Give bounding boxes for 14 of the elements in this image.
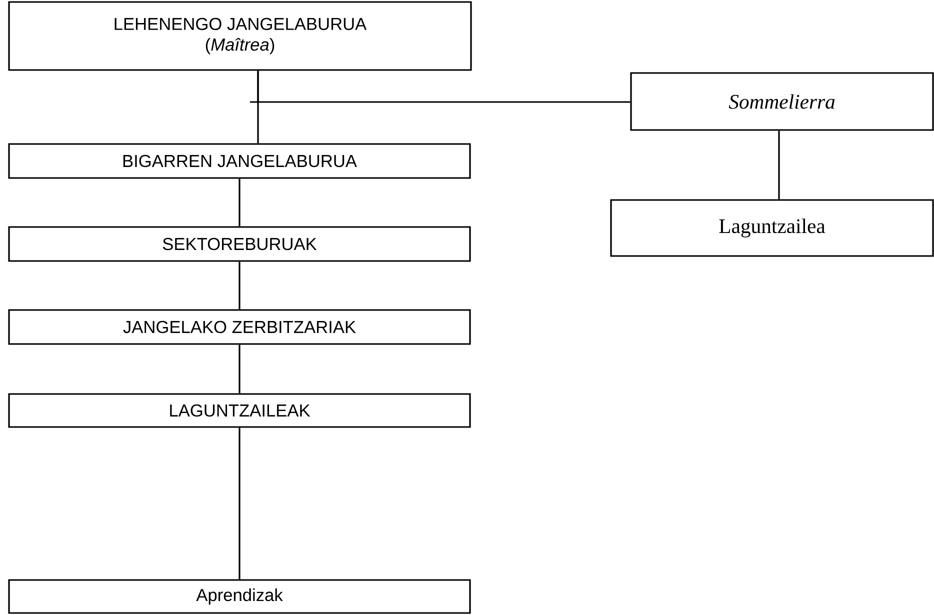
connector-line bbox=[778, 130, 780, 200]
connector-line bbox=[238, 344, 240, 394]
org-box: LEHENENGO JANGELABURUA (Maîtrea) bbox=[8, 1, 472, 71]
org-box: JANGELAKO ZERBITZARIAK bbox=[8, 309, 471, 345]
connector-line bbox=[249, 70, 630, 103]
org-box: BIGARREN JANGELABURUA bbox=[8, 143, 471, 179]
connector-line bbox=[238, 428, 240, 580]
connector-line bbox=[238, 178, 240, 226]
org-box: Laguntzailea bbox=[610, 199, 934, 257]
org-box: Aprendizak bbox=[8, 579, 471, 614]
connector-line bbox=[238, 262, 240, 310]
org-box: LAGUNTZAILEAK bbox=[8, 393, 471, 428]
org-box: Sommelierra bbox=[630, 72, 934, 131]
org-box: SEKTOREBURUAK bbox=[8, 226, 471, 262]
